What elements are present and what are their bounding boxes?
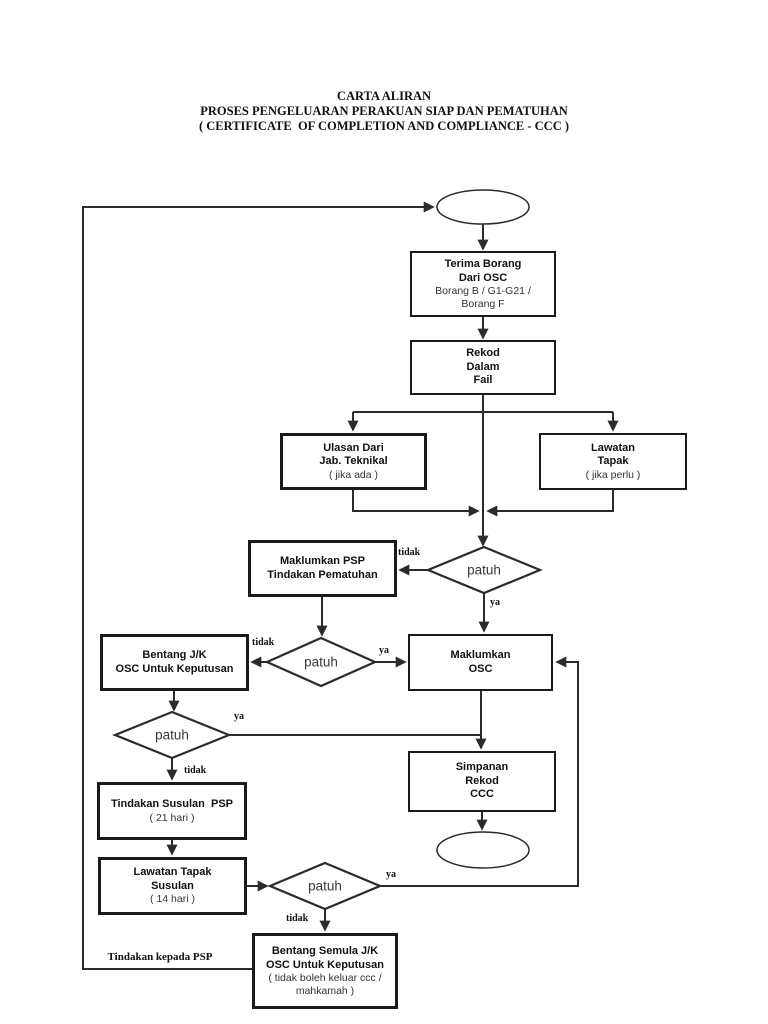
- node-text-line: OSC Untuk Keputusan: [266, 958, 384, 971]
- edge-label-d4-tidak: tidak: [286, 913, 309, 924]
- node-text-line: Lawatan Tapak: [133, 866, 212, 879]
- node-text-line: ( jika perlu ): [585, 468, 641, 481]
- node-bentang-semula-jk-osc: Bentang Semula J/K OSC Untuk Keputusan (…: [252, 933, 398, 1009]
- edge-label-d1-tidak: tidak: [398, 547, 421, 558]
- edge-label-d4-ya: ya: [386, 869, 396, 880]
- node-text-line: Jab. Teknikal: [319, 455, 388, 468]
- node-text-line: Rekod: [466, 347, 500, 360]
- node-text-line: Borang F: [461, 297, 505, 310]
- node-text-line: Bentang J/K: [142, 649, 207, 661]
- decision-1-diamond: [425, 545, 543, 595]
- node-text-line: Tindakan Susulan PSP: [110, 798, 234, 810]
- node-text-line: Fail: [473, 374, 493, 387]
- edge-label-d3-ya: ya: [234, 711, 244, 722]
- node-tindakan-susulan-psp: Tindakan Susulan PSP ( 21 hari ): [97, 782, 247, 840]
- page-title: CARTA ALIRAN PROSES PENGELUARAN PERAKUAN…: [0, 89, 768, 134]
- edge-lawatan-merge: [486, 490, 614, 517]
- node-terima-borang: Terima Borang Dari OSC Borang B / G1-G21…: [410, 251, 556, 317]
- node-text-line: Dalam: [466, 360, 500, 373]
- edge-label-d2-tidak: tidak: [252, 637, 275, 648]
- start-terminator: [436, 189, 530, 225]
- node-text-line: Tindakan Pematuhan: [267, 568, 378, 581]
- decision-2-diamond: [264, 636, 378, 688]
- node-text-line: CCC: [470, 788, 494, 801]
- end-terminator: [436, 831, 530, 869]
- node-text-line: OSC: [468, 662, 493, 675]
- node-text-line: Maklumkan PSP: [280, 555, 365, 567]
- decision-2-label: patuh: [304, 654, 338, 670]
- node-text-line: ( tidak boleh keluar ccc /: [268, 972, 382, 984]
- edge-loop-to-start: [82, 201, 435, 970]
- node-text-line: Simpanan: [455, 761, 509, 774]
- node-text-line: Ulasan Dari: [323, 441, 384, 454]
- node-text-line: ( 21 hari ): [149, 811, 195, 824]
- edge-label-d3-tidak: tidak: [184, 765, 207, 776]
- node-text-line: ( 14 hari ): [150, 893, 195, 906]
- node-text-line: Terima Borang: [444, 258, 522, 270]
- decision-4-label: patuh: [308, 878, 342, 894]
- decision-1-label: patuh: [467, 562, 501, 578]
- edge-ulasan-merge: [352, 490, 480, 517]
- node-maklumkan-psp: Maklumkan PSP Tindakan Pematuhan: [248, 540, 397, 597]
- decision-4-diamond: [267, 861, 383, 911]
- node-text-line: mahkamah ): [295, 984, 355, 997]
- node-rekod-dalam-fail: Rekod Dalam Fail: [410, 340, 556, 395]
- decision-3-label: patuh: [155, 727, 189, 743]
- node-ulasan-jab-teknikal: Ulasan Dari Jab. Teknikal ( jika ada ): [280, 433, 427, 490]
- node-bentang-jk-osc: Bentang J/K OSC Untuk Keputusan: [100, 634, 249, 691]
- node-text-line: Lawatan: [590, 441, 635, 454]
- node-maklumkan-osc: Maklumkan OSC: [408, 634, 553, 691]
- node-text-line: Maklumkan: [450, 649, 511, 661]
- title-line-2: PROSES PENGELUARAN PERAKUAN SIAP DAN PEM…: [200, 104, 568, 118]
- node-text-line: Dari OSC: [458, 271, 508, 284]
- edge-label-tindakan-kepada-psp: Tindakan kepada PSP: [107, 951, 213, 963]
- title-line-3: ( CERTIFICATE OF COMPLETION AND COMPLIAN…: [198, 119, 570, 133]
- node-text-line: Susulan: [151, 879, 194, 892]
- edge-label-d1-ya: ya: [490, 597, 500, 608]
- decision-3-diamond: [112, 710, 232, 760]
- node-text-line: Borang B / G1-G21 /: [435, 285, 531, 297]
- edge-d4-ya: [380, 656, 579, 887]
- node-simpanan-rekod-ccc: Simpanan Rekod CCC: [408, 751, 556, 812]
- node-text-line: Bentang Semula J/K: [271, 945, 379, 957]
- node-text-line: Rekod: [465, 774, 499, 787]
- edge-label-d2-ya: ya: [379, 645, 389, 656]
- node-text-line: ( jika ada ): [328, 468, 379, 481]
- node-lawatan-tapak: Lawatan Tapak ( jika perlu ): [539, 433, 687, 490]
- node-text-line: Tapak: [597, 455, 629, 468]
- node-lawatan-tapak-susulan: Lawatan Tapak Susulan ( 14 hari ): [98, 857, 247, 915]
- node-text-line: OSC Untuk Keputusan: [115, 662, 234, 675]
- title-line-1: CARTA ALIRAN: [336, 89, 432, 103]
